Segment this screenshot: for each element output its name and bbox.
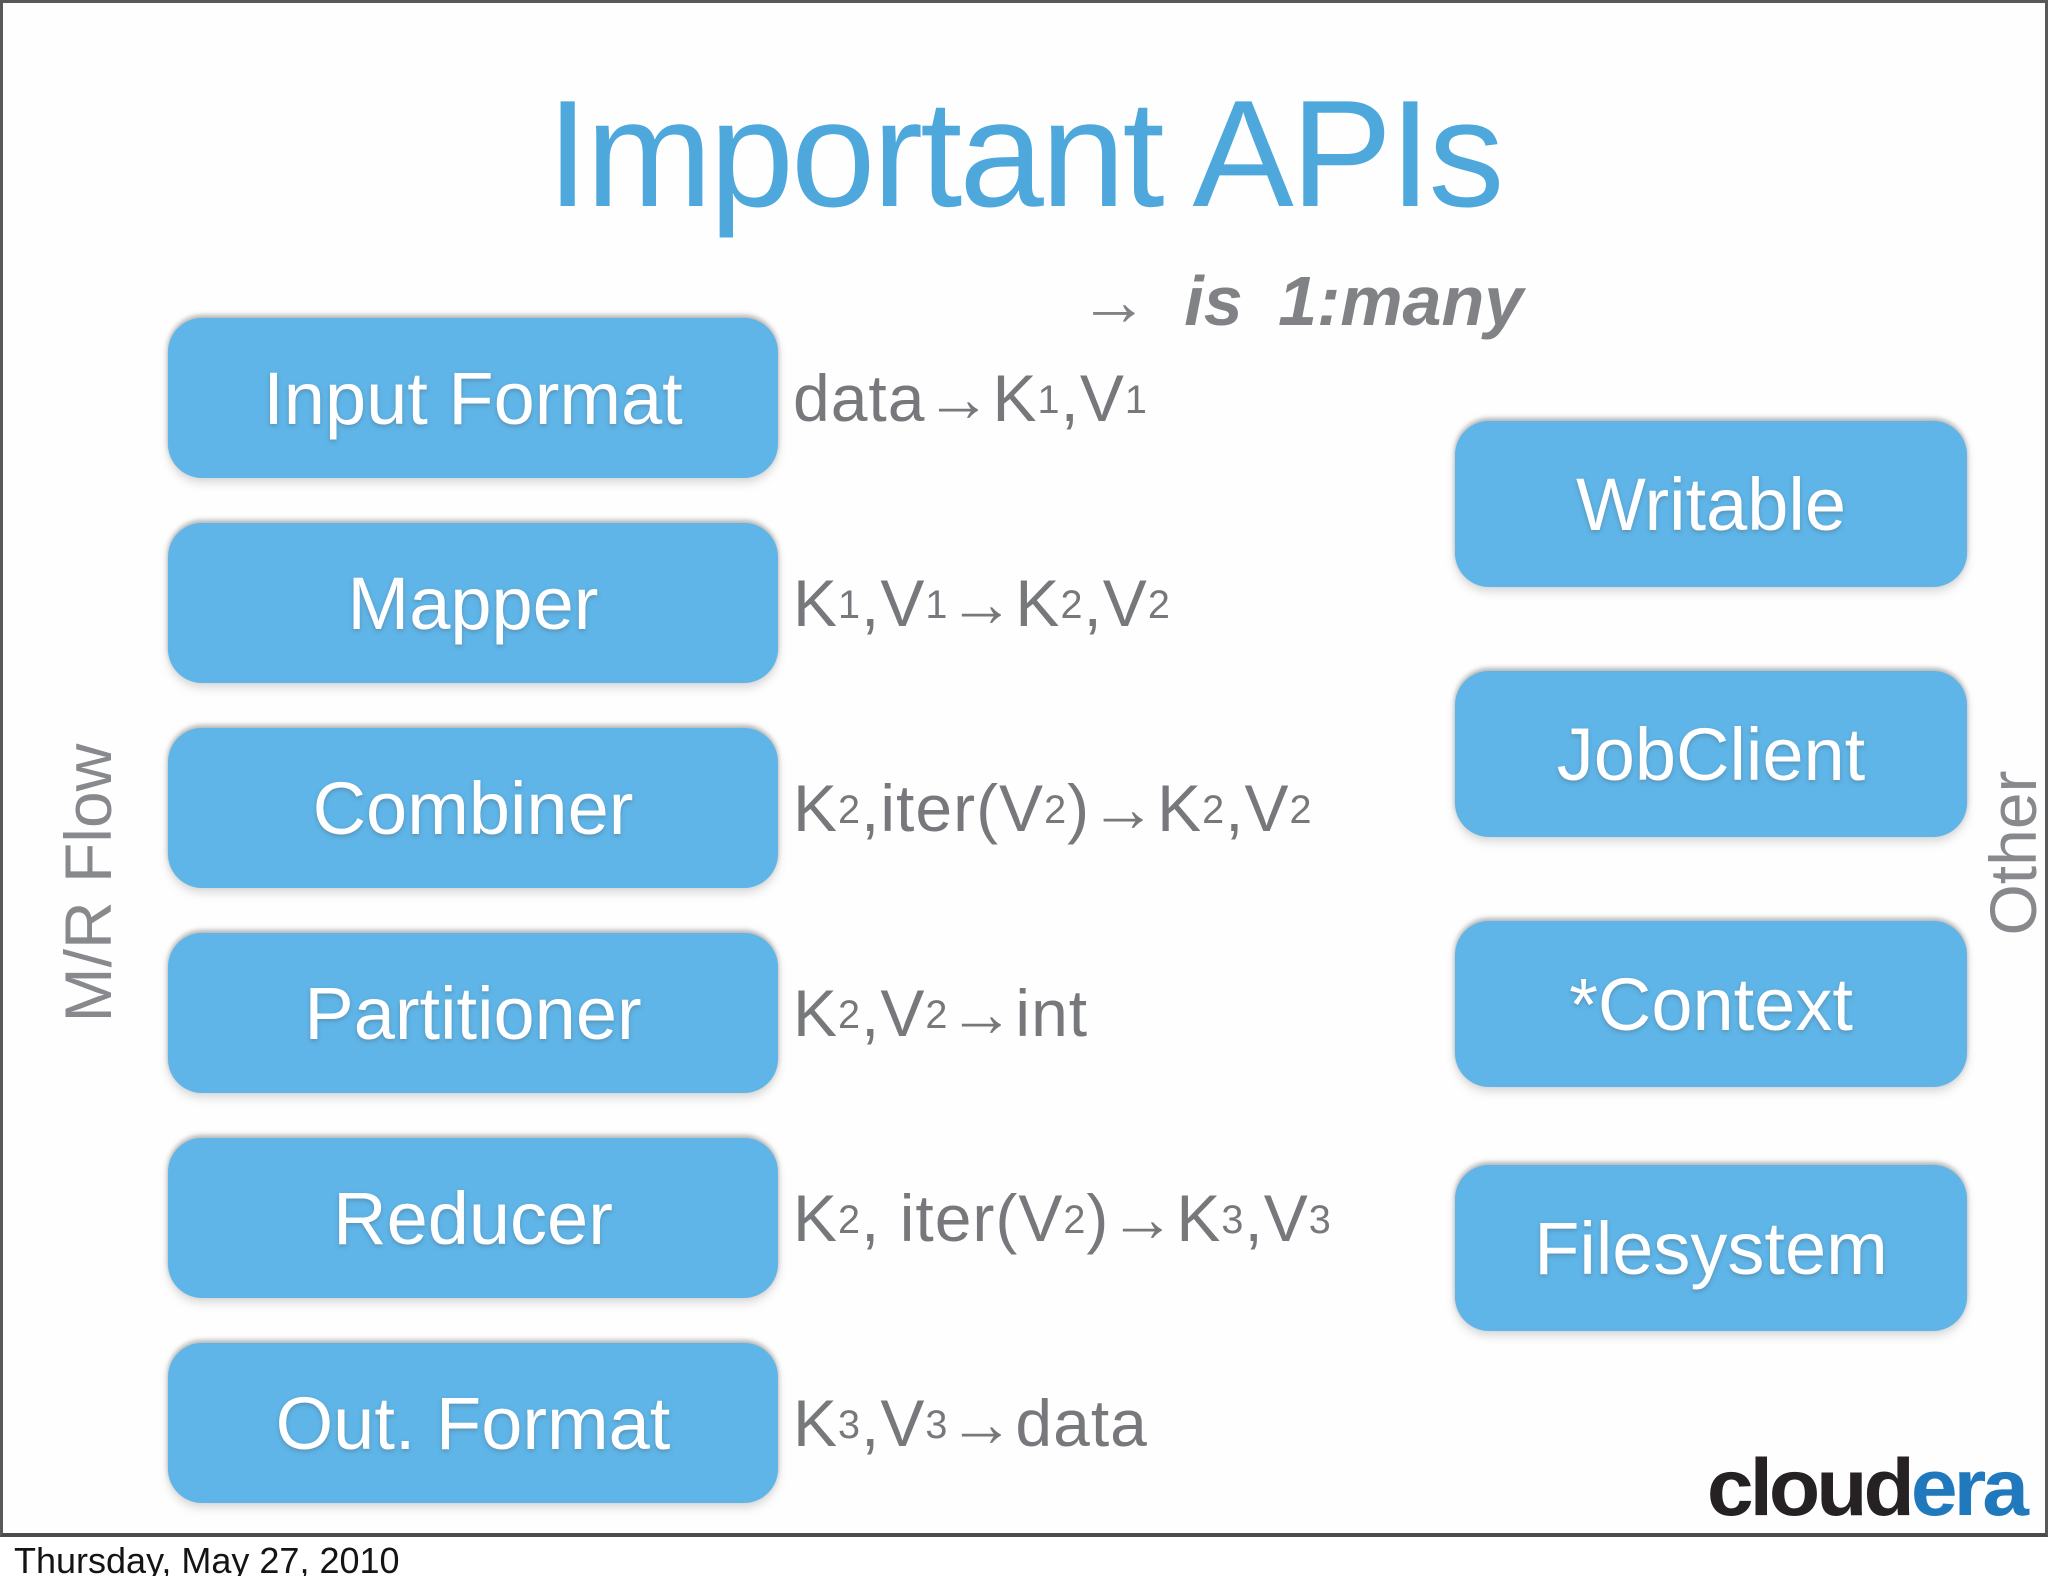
box-combiner: Combiner xyxy=(168,728,778,888)
box-input-format-label: Input Format xyxy=(263,356,683,440)
mr-flow-axis-label: M/R Flow xyxy=(51,743,125,1023)
box-out-format: Out. Format xyxy=(168,1343,778,1503)
box-out-format-label: Out. Format xyxy=(275,1381,671,1465)
box-jobclient-label: JobClient xyxy=(1556,712,1866,796)
box-reducer-label: Reducer xyxy=(333,1176,613,1260)
cloudera-logo-dark-part: cloud xyxy=(1706,1441,1915,1533)
box-combiner-label: Combiner xyxy=(312,766,634,850)
box-filesystem: Filesystem xyxy=(1455,1165,1967,1331)
box-input-format: Input Format xyxy=(168,318,778,478)
box-jobclient: JobClient xyxy=(1455,671,1967,837)
box-reducer: Reducer xyxy=(168,1138,778,1298)
box-filesystem-label: Filesystem xyxy=(1534,1206,1888,1290)
page-title: Important APIs xyxy=(546,69,1505,239)
date-footer: Thursday, May 27, 2010 xyxy=(14,1540,400,1576)
box-writable-label: Writable xyxy=(1575,462,1847,546)
box-mapper-label: Mapper xyxy=(347,561,599,645)
box-context: *Context xyxy=(1455,921,1967,1087)
cloudera-logo-blue-part: era xyxy=(1910,1441,2029,1533)
other-axis-label: Other xyxy=(1976,770,2048,936)
cloudera-logo: cloudera xyxy=(1703,1441,2029,1534)
box-mapper: Mapper xyxy=(168,523,778,683)
arrow-legend-annotation: → is 1:many xyxy=(1078,262,1524,340)
box-partitioner: Partitioner xyxy=(168,933,778,1093)
box-context-label: *Context xyxy=(1569,962,1853,1046)
slide: Important APIs → is 1:many M/R Flow Othe… xyxy=(0,0,2048,1537)
box-writable: Writable xyxy=(1455,421,1967,587)
box-partitioner-label: Partitioner xyxy=(304,971,642,1055)
